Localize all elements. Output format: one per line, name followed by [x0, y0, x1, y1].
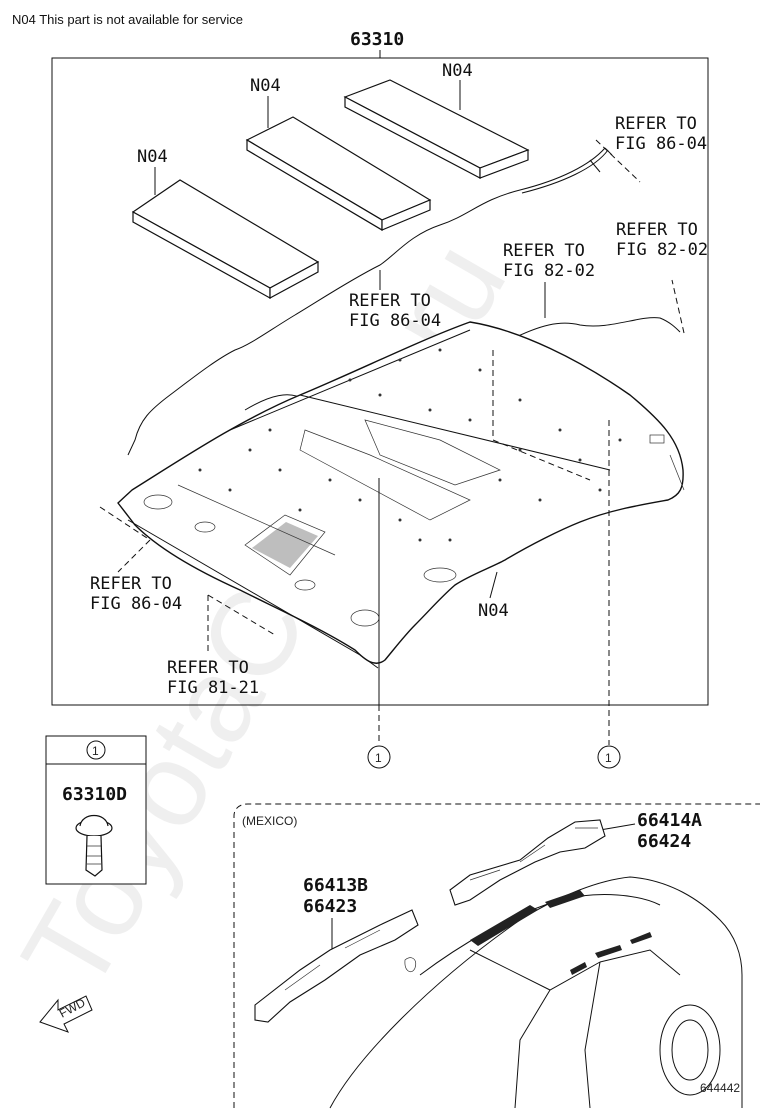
refer-5-line2: FIG 86-04: [90, 594, 182, 614]
pad-label-3: N04: [137, 147, 168, 167]
clip-callout-index: 1: [92, 744, 99, 758]
callout-circle-2-text: 1: [605, 751, 612, 765]
refer-2-line1: REFER TO: [616, 220, 698, 240]
refer-6-line1: REFER TO: [167, 658, 249, 678]
refer-2-line2: FIG 82-02: [616, 240, 708, 260]
pad-label-1: N04: [442, 61, 473, 81]
refer-3-line2: FIG 82-02: [503, 261, 595, 281]
refer-4-line2: FIG 86-04: [349, 311, 441, 331]
refer-4-line1: REFER TO: [349, 291, 431, 311]
pad-3: [131, 179, 320, 300]
wire-harness-roof: [127, 147, 606, 456]
refer-5-dash-b: [117, 539, 151, 573]
callout-circle-1-text: 1: [375, 751, 382, 765]
headliner-holes: [198, 348, 622, 542]
refer-dash-1: [595, 139, 641, 183]
fwd-arrow-icon: FWD: [39, 995, 93, 1033]
refer-6-line2: FIG 81-21: [167, 678, 259, 698]
pad-2: [245, 116, 432, 232]
left-trim-part: [254, 909, 419, 1023]
clip-icon: [75, 814, 113, 877]
main-part-number: 63310: [350, 29, 404, 50]
headliner-label: N04: [478, 601, 509, 621]
part-66423: 66423: [303, 896, 357, 917]
refer-5-line1: REFER TO: [90, 574, 172, 594]
headliner-leader: [489, 571, 498, 599]
refer-1-line1: REFER TO: [615, 114, 697, 134]
pad-label-2: N04: [250, 76, 281, 96]
figure-number: 644442: [700, 1081, 740, 1095]
part-66414a: 66414A: [637, 810, 702, 831]
refer-dash-2: [671, 279, 685, 334]
wire-harness-roof-2: [521, 149, 609, 194]
part-66413b: 66413B: [303, 875, 368, 896]
header-note: N04 This part is not available for servi…: [12, 12, 243, 27]
mexico-frame: [233, 803, 760, 1108]
internal-dash-2: [492, 439, 591, 481]
refer-6-dash-a: [207, 594, 276, 636]
refer-1-line2: FIG 86-04: [615, 134, 707, 154]
mexico-label: (MEXICO): [242, 814, 297, 828]
car-illustration: [329, 876, 743, 1109]
clip-callout-box: 1 63310D: [45, 735, 147, 885]
right-trim-part: [449, 819, 606, 906]
clip-part-number: 63310D: [62, 784, 127, 805]
callout-circle-2: 1: [597, 745, 621, 769]
main-frame: [51, 57, 709, 706]
callout-circle-1: 1: [367, 745, 391, 769]
part-66424: 66424: [637, 831, 691, 852]
refer-3-line1: REFER TO: [503, 241, 585, 261]
headliner-panel: [117, 321, 685, 669]
pad-1: [343, 79, 530, 179]
part-right-leader: [599, 823, 636, 831]
